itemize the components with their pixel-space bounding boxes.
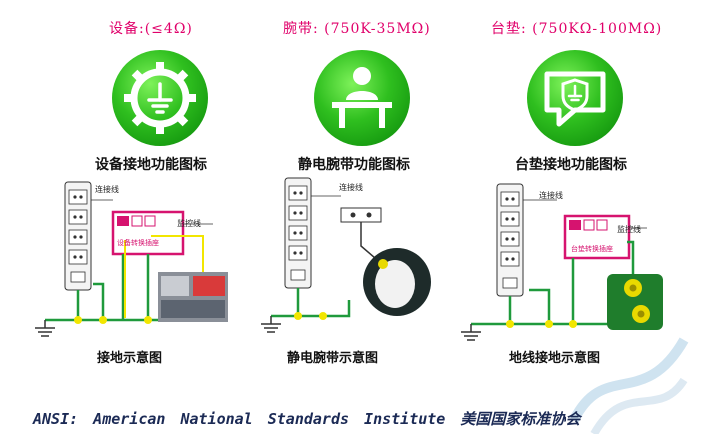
converter-label: 设备转换插座 (117, 239, 159, 247)
diagram-panel: 设备:(≤4Ω) 设备接地功能图标 (25, 0, 689, 434)
equipment-ground-title: 设备接地功能图标 (95, 157, 207, 173)
equipment-ground-diagram (35, 181, 228, 337)
mat-ground-diagram (461, 183, 663, 341)
wrist-strap-title: 静电腕带功能图标 (298, 157, 410, 173)
mat-resistance-header: 台垫: (750KΩ-100MΩ) (491, 21, 663, 37)
connector-label: 连接线 (95, 185, 119, 194)
desk-worker-icon (314, 50, 410, 146)
wrist-strap-caption: 静电腕带示意图 (287, 351, 379, 366)
connector-label: 连接线 (539, 191, 563, 200)
wrist-strap-diagram (261, 177, 431, 333)
ground-gear-icon (112, 50, 208, 146)
monitor-label: 监控线 (177, 219, 201, 228)
monitor-label: 监控线 (617, 225, 641, 234)
shield-ground-icon (527, 50, 623, 146)
equipment-resistance-header: 设备:(≤4Ω) (109, 21, 193, 37)
background-decoration (569, 337, 689, 434)
wrist-strap-resistance-header: 腕带: (750K-35MΩ) (283, 21, 431, 37)
ground-wire-caption: 地线接地示意图 (509, 351, 601, 366)
mat-ground-title: 台垫接地功能图标 (515, 157, 627, 173)
grounding-caption: 接地示意图 (97, 351, 163, 366)
converter-label: 台垫转换插座 (571, 245, 613, 253)
connector-label: 连接线 (339, 183, 363, 192)
footer-note: ANSI: American National Standards Instit… (33, 410, 581, 428)
